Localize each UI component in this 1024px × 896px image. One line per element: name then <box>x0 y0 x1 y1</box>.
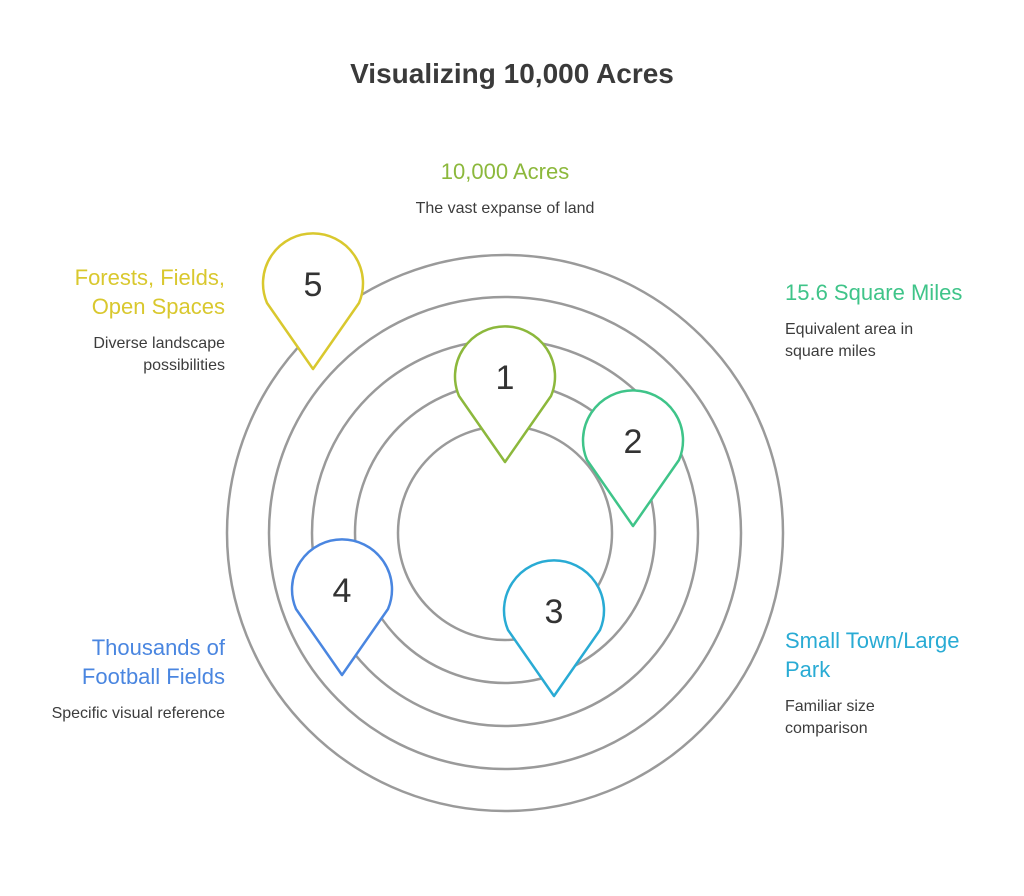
pin-3: 3 <box>502 559 606 698</box>
label-item-1-description: The vast expanse of land <box>415 200 595 217</box>
label-item-3: Small Town/Large Park Familiar size comp… <box>785 626 1015 740</box>
label-item-5-description: Diverse landscape possibilities <box>93 335 225 374</box>
pin-4-number: 4 <box>333 572 352 610</box>
rings <box>225 253 785 813</box>
pin-5-number: 5 <box>304 266 323 304</box>
label-item-5-heading: Forests, Fields, Open Spaces <box>74 265 225 319</box>
pin-2-number: 2 <box>624 423 643 461</box>
ring-5 <box>225 253 785 813</box>
pin-1-marker <box>453 325 557 464</box>
pin-2-marker <box>581 389 685 528</box>
pin-3-number: 3 <box>545 593 564 631</box>
label-item-2: 15.6 Square Miles Equivalent area in squ… <box>785 278 1015 363</box>
pin-4-marker <box>290 538 394 677</box>
label-item-3-heading: Small Town/Large Park <box>785 628 960 682</box>
pin-4: 4 <box>290 538 394 677</box>
ring-4 <box>267 295 743 771</box>
pin-1-number: 1 <box>496 359 515 397</box>
pin-1: 1 <box>453 325 557 464</box>
label-item-2-description: Equivalent area in square miles <box>785 321 914 360</box>
page-title: Visualizing 10,000 Acres <box>350 58 674 89</box>
pin-3-marker <box>502 559 606 698</box>
pin-2: 2 <box>581 389 685 528</box>
label-item-1: 10,000 Acres The vast expanse of land <box>355 157 655 220</box>
pin-5-marker <box>261 232 365 371</box>
label-item-3-description: Familiar size comparison <box>785 698 875 737</box>
label-item-2-heading: 15.6 Square Miles <box>785 280 963 305</box>
pin-5: 5 <box>261 232 365 371</box>
label-item-4-heading: Thousands of Football Fields <box>81 635 225 689</box>
label-item-4-description: Specific visual reference <box>51 705 225 722</box>
label-item-1-heading: 10,000 Acres <box>440 159 570 184</box>
label-item-4: Thousands of Football Fields Specific vi… <box>0 633 225 725</box>
label-item-5: Forests, Fields, Open Spaces Diverse lan… <box>0 263 225 377</box>
